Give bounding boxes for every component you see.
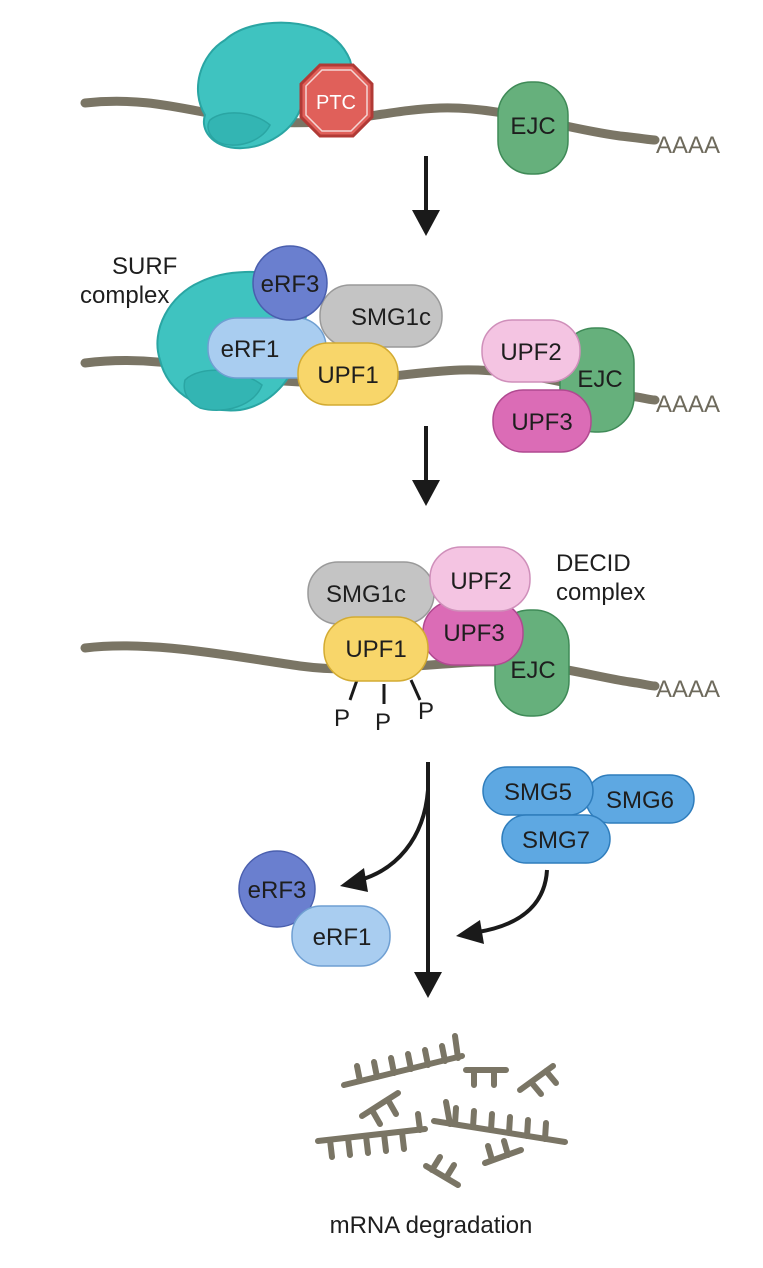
smg1c-2: SMG1c bbox=[319, 284, 443, 348]
stage-3: DECID complex P P P EJC SMG1c UPF3 bbox=[80, 546, 720, 736]
ribosome-1 bbox=[196, 21, 353, 150]
smg1c-3: SMG1c bbox=[307, 561, 435, 625]
smg1c-label-3: SMG1c bbox=[326, 581, 406, 608]
arrow-2 bbox=[412, 426, 440, 506]
phospho-label-3: P bbox=[418, 698, 434, 725]
erf3-label-2: eRF3 bbox=[261, 271, 320, 298]
fragment-e bbox=[431, 1099, 568, 1145]
phosphate-groups: P P P bbox=[334, 679, 434, 736]
fragment-c bbox=[517, 1063, 559, 1097]
upf2-label-2: UPF2 bbox=[500, 339, 561, 366]
ejc-1: EJC bbox=[497, 81, 569, 175]
smg6-label: SMG6 bbox=[606, 787, 674, 814]
upf2-3: UPF2 bbox=[429, 546, 531, 612]
ejc-label-2: EJC bbox=[577, 366, 622, 393]
upf1-3: UPF1 bbox=[323, 616, 429, 682]
erf1-label-4: eRF1 bbox=[313, 924, 372, 951]
stage-2: SURF complex SMG1c eRF1 eRF3 UPF1 bbox=[80, 245, 720, 453]
smg1c-label-2: SMG1c bbox=[351, 304, 431, 331]
ptc-label: PTC bbox=[316, 92, 356, 114]
polya-label-1: AAAA bbox=[656, 132, 720, 159]
erf3-4: eRF3 bbox=[238, 850, 316, 928]
upf1-2: UPF1 bbox=[297, 342, 399, 406]
fragment-h bbox=[482, 1138, 524, 1166]
erf3-2: eRF3 bbox=[252, 245, 328, 321]
phospho-label-1: P bbox=[334, 705, 350, 732]
upf1-label-3: UPF1 bbox=[345, 636, 406, 663]
upf2-label-3: UPF2 bbox=[450, 568, 511, 595]
smg7: SMG7 bbox=[501, 814, 611, 864]
arrow-smg-recruitment bbox=[456, 869, 549, 944]
polya-label-2: AAAA bbox=[656, 391, 720, 418]
smg5-label: SMG5 bbox=[504, 779, 572, 806]
ptc-stop-sign: PTC bbox=[299, 63, 374, 138]
caption-mrna-degradation: mRNA degradation bbox=[330, 1212, 533, 1239]
smg5: SMG5 bbox=[482, 766, 594, 816]
smg6: SMG6 bbox=[585, 774, 695, 824]
upf3-3: UPF3 bbox=[422, 600, 524, 666]
smg7-label: SMG7 bbox=[522, 827, 590, 854]
erf1-4: eRF1 bbox=[291, 905, 391, 967]
stage-1: PTC EJC AAAA bbox=[80, 21, 720, 175]
upf3-2: UPF3 bbox=[492, 389, 592, 453]
stage-4: SMG6 SMG5 SMG7 eRF3 eRF1 bbox=[238, 762, 695, 998]
fragment-d bbox=[359, 1090, 401, 1127]
erf1-2: eRF1 bbox=[207, 317, 327, 379]
ejc-label-1: EJC bbox=[510, 113, 555, 140]
fragment-a bbox=[341, 1033, 465, 1088]
arrow-release-factors bbox=[340, 789, 430, 892]
upf1-label-2: UPF1 bbox=[317, 362, 378, 389]
decid-complex-label-line2: complex bbox=[556, 579, 645, 606]
upf2-2: UPF2 bbox=[481, 319, 581, 383]
upf3-label-2: UPF3 bbox=[511, 409, 572, 436]
surf-complex-label-line1: SURF bbox=[112, 253, 177, 280]
phospho-label-2: P bbox=[375, 709, 391, 736]
ejc-label-3: EJC bbox=[510, 657, 555, 684]
fragment-b bbox=[463, 1067, 509, 1088]
erf3-label-4: eRF3 bbox=[248, 877, 307, 904]
mrna-strand-1 bbox=[80, 96, 660, 145]
arrow-1 bbox=[412, 156, 440, 236]
mrna-fragments bbox=[315, 1033, 568, 1188]
erf1-label-2: eRF1 bbox=[221, 336, 280, 363]
fragment-f bbox=[315, 1111, 428, 1160]
decid-complex-label-line1: DECID bbox=[556, 550, 631, 577]
upf3-label-3: UPF3 bbox=[443, 620, 504, 647]
surf-complex-label-line2: complex bbox=[80, 282, 169, 309]
mrna-strand-3 bbox=[80, 641, 660, 691]
polya-label-3: AAAA bbox=[656, 676, 720, 703]
fragment-g bbox=[423, 1154, 461, 1188]
